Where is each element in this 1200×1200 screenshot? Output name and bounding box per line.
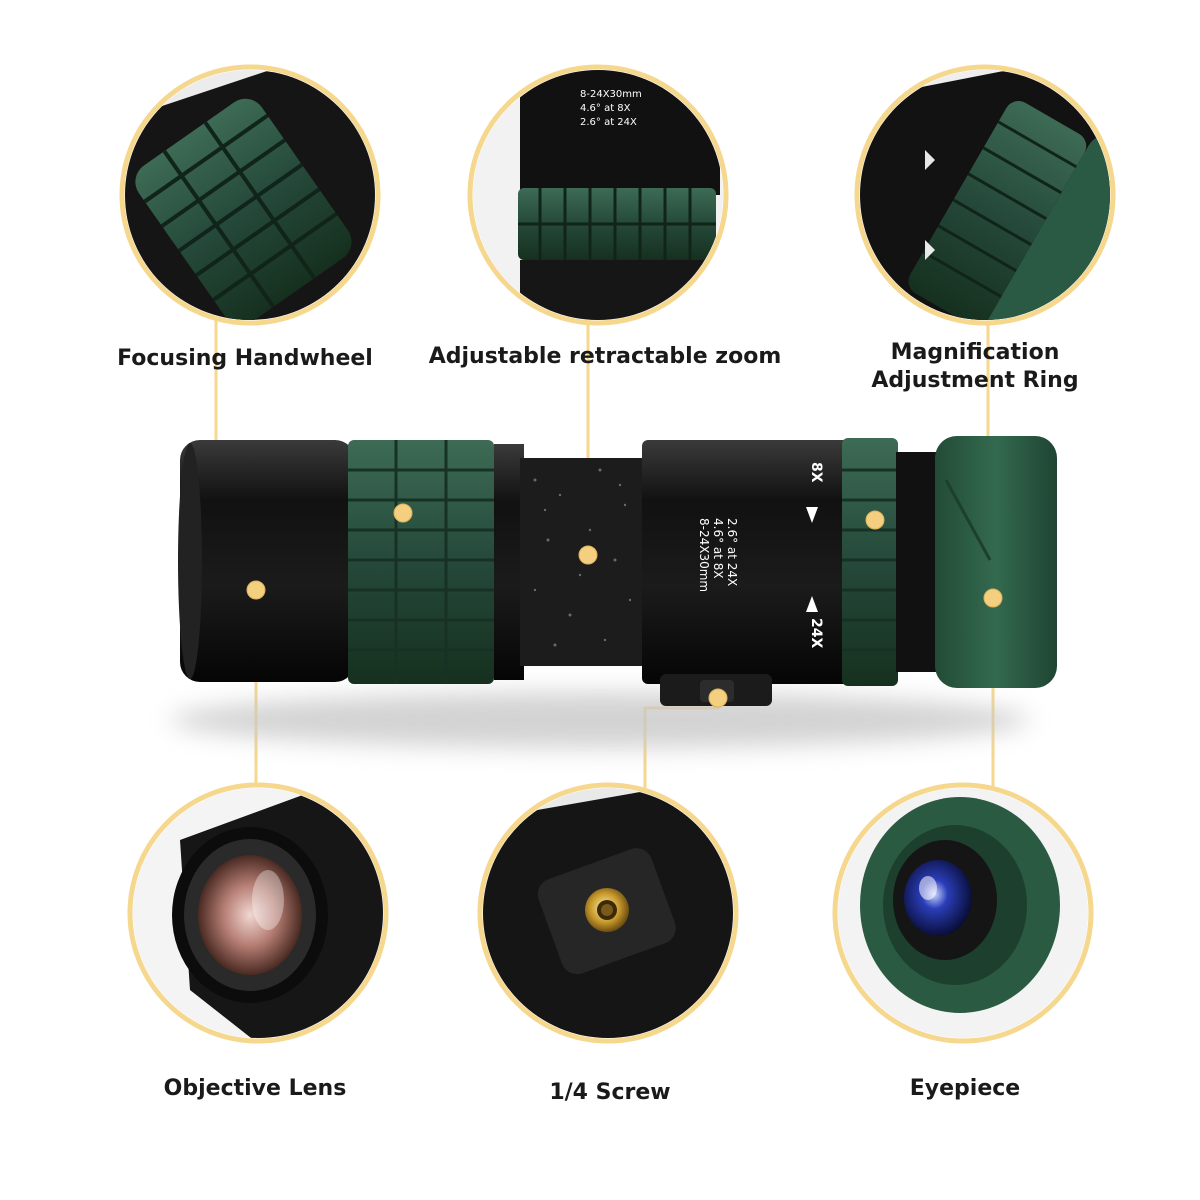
label-eyepiece: Eyepiece (909, 1076, 1021, 1101)
svg-text:8-24X30mm: 8-24X30mm (697, 518, 711, 592)
svg-text:2.6° at 24X: 2.6° at 24X (725, 518, 739, 586)
label-objective-lens: Objective Lens (163, 1076, 347, 1101)
dot-screw (708, 688, 728, 708)
svg-text:4.6° at 8X: 4.6° at 8X (711, 518, 725, 579)
detail-objective-lens (127, 782, 389, 1044)
detail-eyepiece (832, 782, 1094, 1044)
callout-dots (246, 503, 1003, 708)
label-magnification-line1: Magnification (890, 340, 1060, 365)
detail-magnification-ring (854, 64, 1116, 326)
zoom-detail-line1: 8-24X30mm (580, 89, 642, 100)
dot-zoom (578, 545, 598, 565)
mark-8x: 8X (808, 462, 824, 483)
label-focusing-handwheel: Focusing Handwheel (117, 346, 373, 371)
monocular-main: 8-24X30mm 4.6° at 8X 2.6° at 24X 8X 24X (170, 436, 1057, 748)
dot-magnification (865, 510, 885, 530)
body-spec-text: 8-24X30mm 4.6° at 8X 2.6° at 24X (697, 518, 739, 592)
label-magnification-line2: Adjustment Ring (871, 368, 1079, 393)
dot-handwheel (393, 503, 413, 523)
zoom-detail-line3: 2.6° at 24X (580, 117, 637, 128)
detail-focusing-handwheel (119, 64, 381, 326)
label-adjustable-zoom: Adjustable retractable zoom (428, 344, 782, 369)
mark-24x: 24X (808, 618, 824, 648)
handwheel-ridges (348, 440, 494, 684)
zoom-detail-line2: 4.6° at 8X (580, 103, 631, 114)
label-screw: 1/4 Screw (549, 1080, 671, 1105)
detail-adjustable-zoom: 8-24X30mm 4.6° at 8X 2.6° at 24X (467, 64, 729, 326)
dot-objective (246, 580, 266, 600)
dot-eyepiece (983, 588, 1003, 608)
detail-quarter-screw (477, 782, 739, 1044)
